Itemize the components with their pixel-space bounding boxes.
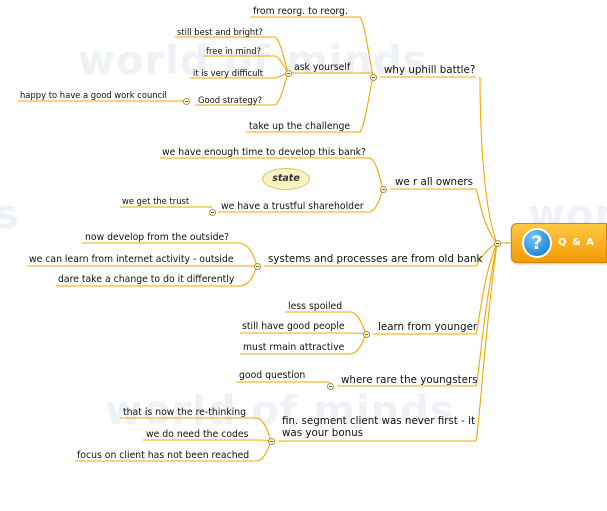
subtopic[interactable]: it is very difficult bbox=[193, 68, 264, 78]
subtopic[interactable]: we have enough time to develop this bank… bbox=[162, 147, 366, 158]
subtopic[interactable]: we can learn from internet activity - ou… bbox=[29, 254, 234, 265]
collapse-toggle[interactable] bbox=[327, 383, 334, 390]
callout-bubble[interactable]: state bbox=[262, 168, 310, 190]
branch-topic[interactable]: we r all owners bbox=[395, 176, 474, 188]
collapse-toggle[interactable] bbox=[209, 209, 216, 216]
subtopic[interactable]: we have a trustful shareholder bbox=[221, 201, 364, 212]
subtopic[interactable]: now develop from the outside? bbox=[85, 232, 230, 243]
collapse-toggle[interactable] bbox=[380, 186, 387, 193]
subtopic[interactable]: free in mind? bbox=[206, 46, 262, 56]
question-icon: ? bbox=[522, 228, 552, 258]
subtopic[interactable]: we do need the codes bbox=[146, 429, 249, 440]
subtopic[interactable]: dare take a change to do it differently bbox=[58, 274, 235, 285]
subtopic[interactable]: from reorg. to reorg. bbox=[253, 6, 348, 17]
collapse-toggle[interactable] bbox=[254, 263, 261, 270]
subtopic[interactable]: still best and bright? bbox=[177, 27, 263, 37]
collapse-toggle[interactable] bbox=[363, 331, 370, 338]
branch-topic[interactable]: systems and processes are from old bank bbox=[268, 253, 483, 265]
subtopic[interactable]: good question bbox=[239, 370, 306, 381]
subtopic[interactable]: Good strategy? bbox=[198, 95, 263, 105]
subtopic[interactable]: take up the challenge bbox=[249, 121, 351, 132]
collapse-toggle[interactable] bbox=[268, 438, 275, 445]
subtopic[interactable]: that is now the re-thinking bbox=[123, 407, 247, 418]
branch-topic[interactable]: learn from younger bbox=[378, 321, 478, 333]
central-topic-label: Q & A bbox=[558, 237, 595, 248]
branch-topic[interactable]: why uphill battle? bbox=[384, 64, 476, 76]
collapse-toggle[interactable] bbox=[285, 70, 292, 77]
subtopic[interactable]: ask yourself bbox=[294, 62, 351, 73]
subtopic[interactable]: we get the trust bbox=[122, 196, 190, 206]
collapse-toggle[interactable] bbox=[494, 240, 501, 247]
subtopic[interactable]: still have good people bbox=[242, 321, 345, 332]
branch-topic[interactable]: fin. segment client was never first - it… bbox=[282, 415, 475, 439]
collapse-toggle[interactable] bbox=[183, 98, 190, 105]
branch-topic[interactable]: where rare the youngsters bbox=[341, 374, 478, 386]
collapse-toggle[interactable] bbox=[370, 74, 377, 81]
subtopic[interactable]: less spoiled bbox=[288, 301, 343, 312]
subtopic[interactable]: happy to have a good work council bbox=[20, 90, 167, 100]
subtopic[interactable]: must rmain attractive bbox=[243, 342, 345, 353]
subtopic[interactable]: focus on client has not been reached bbox=[77, 450, 250, 461]
central-topic-node[interactable]: ? Q & A bbox=[511, 223, 607, 263]
